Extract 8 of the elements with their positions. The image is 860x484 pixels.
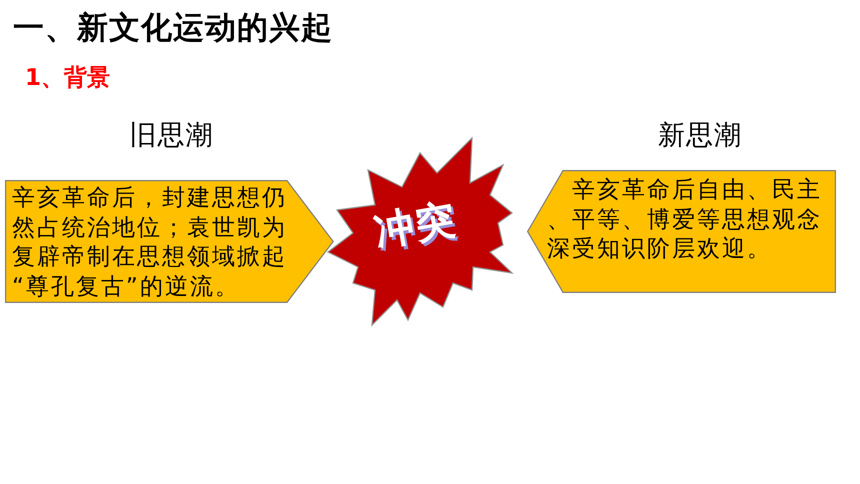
arrow-box: 辛亥革命后，封建思想仍然占统治地位；袁世凯为复辟帝制在思想领域掀起“尊孔复古”的逆流。 [5, 180, 334, 303]
starburst [326, 136, 514, 327]
column-heading: 旧思潮 [130, 120, 214, 152]
column-heading: 新思潮 [658, 120, 742, 152]
arrow-box: 辛亥革命后自由、民主、平等、博爱等思想观念深受知识阶层欢迎。 [527, 170, 836, 293]
title: 一、新文化运动的兴起 [13, 10, 333, 47]
section-label: 1、背景 [25, 64, 110, 92]
burst-label: 冲突 [371, 196, 461, 258]
